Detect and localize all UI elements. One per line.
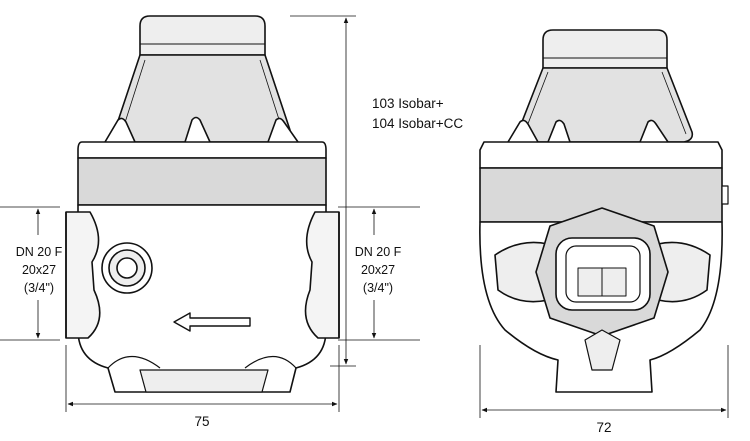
- flow-direction-arrow: [173, 312, 251, 332]
- model-label-line1: 103 Isobar+: [372, 96, 444, 111]
- side-bonnet-cone: [516, 67, 694, 143]
- width-front-label: 75: [194, 414, 210, 429]
- front-bonnet-cap: [139, 15, 266, 56]
- left-connection-inch: (3/4"): [23, 281, 55, 295]
- side-view-valve: [479, 29, 729, 393]
- model-label-line2: 104 Isobar+CC: [372, 116, 464, 131]
- right-connection-size: DN 20 F: [354, 245, 402, 259]
- front-collar: [77, 141, 327, 159]
- right-connection-inch: (3/4"): [362, 281, 394, 295]
- side-bonnet-cap: [542, 29, 668, 69]
- width-side-label: 72: [596, 420, 612, 435]
- front-body: [77, 204, 327, 393]
- front-view-valve: [65, 15, 340, 393]
- left-connection-thread: 20x27: [21, 263, 57, 277]
- right-connection-thread: 20x27: [360, 263, 396, 277]
- left-connection-size: DN 20 F: [15, 245, 63, 259]
- front-body-band: [77, 157, 327, 206]
